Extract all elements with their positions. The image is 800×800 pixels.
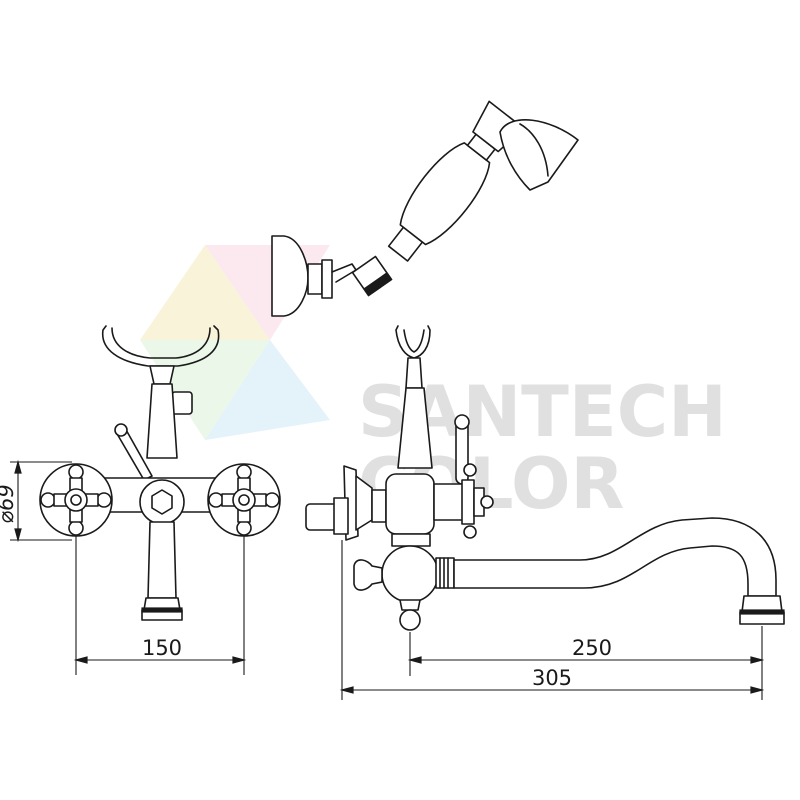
shower-handle [387,100,525,262]
front-center-hub [139,479,185,525]
watermark-shape-blue [205,340,330,440]
front-shower-holder [102,325,220,459]
shower-connector [351,255,393,297]
hand-shower [271,100,579,317]
dimension-label-flange-diameter: ⌀69 [0,484,18,523]
dimension-label-overall-length: 305 [532,666,572,690]
front-lever [114,423,153,481]
dimension-flange-diameter: ⌀69 [0,459,72,543]
shower-wall-holder [271,235,357,317]
dimension-spout-length: 250 [407,626,765,700]
dimension-label-inlet-spacing: 150 [142,636,182,660]
side-shower-holder [395,325,433,469]
front-view: ⌀69 150 [0,325,281,675]
front-left-flange [39,463,113,537]
watermark-shape-green [140,340,270,440]
side-diverter [353,533,439,631]
side-lever [454,414,470,485]
dimension-overall-length: 305 [339,540,765,700]
front-spout [141,521,183,621]
dimension-inlet-spacing: 150 [73,536,247,675]
side-spout [435,517,785,625]
side-view: 250 305 [305,325,785,700]
shower-head [499,119,579,191]
side-wall-flange [305,465,373,541]
dimension-label-spout-length: 250 [572,636,612,660]
watermark-shape-yellow [140,245,270,340]
front-right-flange [207,463,281,537]
